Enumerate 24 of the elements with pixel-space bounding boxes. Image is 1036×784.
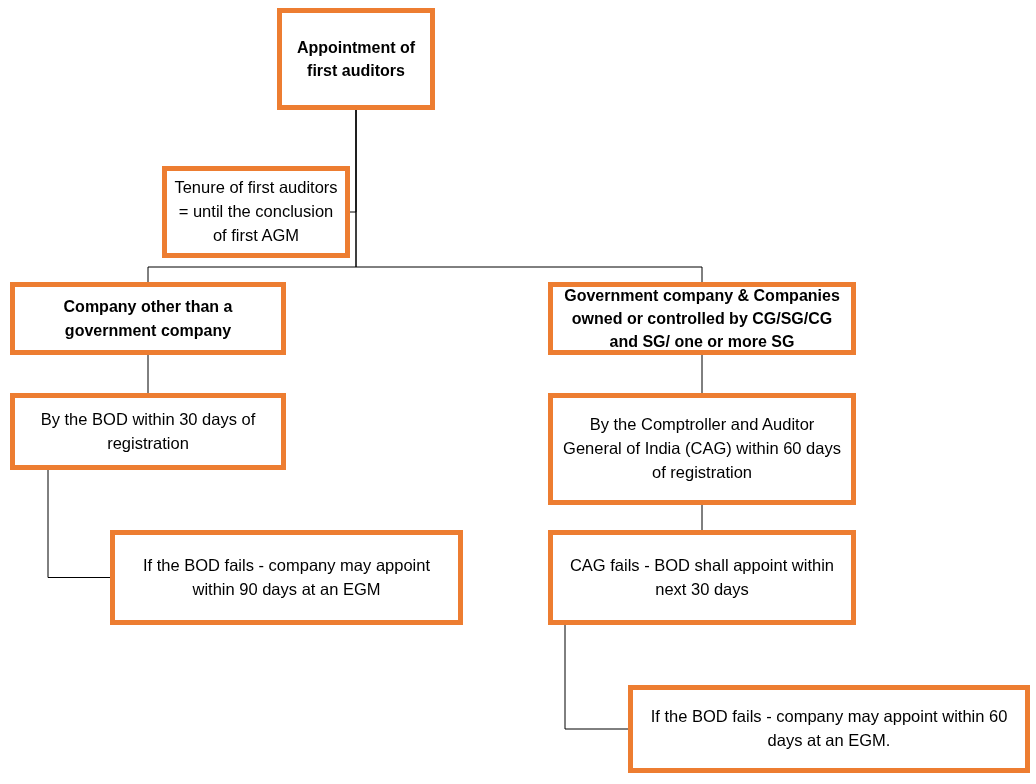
heading-text: Appointment of first auditors — [295, 37, 417, 81]
connector-line — [47, 469, 111, 578]
connector-line — [355, 109, 703, 283]
connector-line — [701, 354, 703, 394]
box-text: If the BOD fails - company may appoint within 90 days at an EGM — [141, 554, 431, 600]
connector-line — [147, 354, 149, 394]
process-box — [548, 530, 856, 625]
process-box — [548, 393, 856, 505]
connector-line — [564, 624, 629, 730]
process-box — [10, 282, 286, 355]
box-text: Tenure of first auditors = until the conclusion of first AGM — [173, 177, 339, 246]
process-box — [628, 685, 1030, 773]
box-text: By the Comptroller and Auditor General of India (CAG) within 60 days of registration — [562, 414, 842, 483]
box-text: If the BOD fails - company may appoint within 60 days at an EGM. — [649, 706, 1009, 751]
heading-text: Company other than a government company — [62, 297, 234, 341]
process-box — [277, 8, 435, 110]
connector-line — [701, 504, 703, 531]
process-box — [548, 282, 856, 355]
process-box — [10, 393, 286, 470]
process-box — [110, 530, 463, 625]
box-text: By the BOD within 30 days of registration — [39, 408, 257, 454]
box-text: CAG fails - BOD shall appoint within next 30 days — [568, 554, 836, 600]
heading-text: Government company & Companies owned or controlled by CG/SG/CG and SG/ one or more SG — [563, 285, 841, 353]
process-box — [162, 166, 350, 258]
